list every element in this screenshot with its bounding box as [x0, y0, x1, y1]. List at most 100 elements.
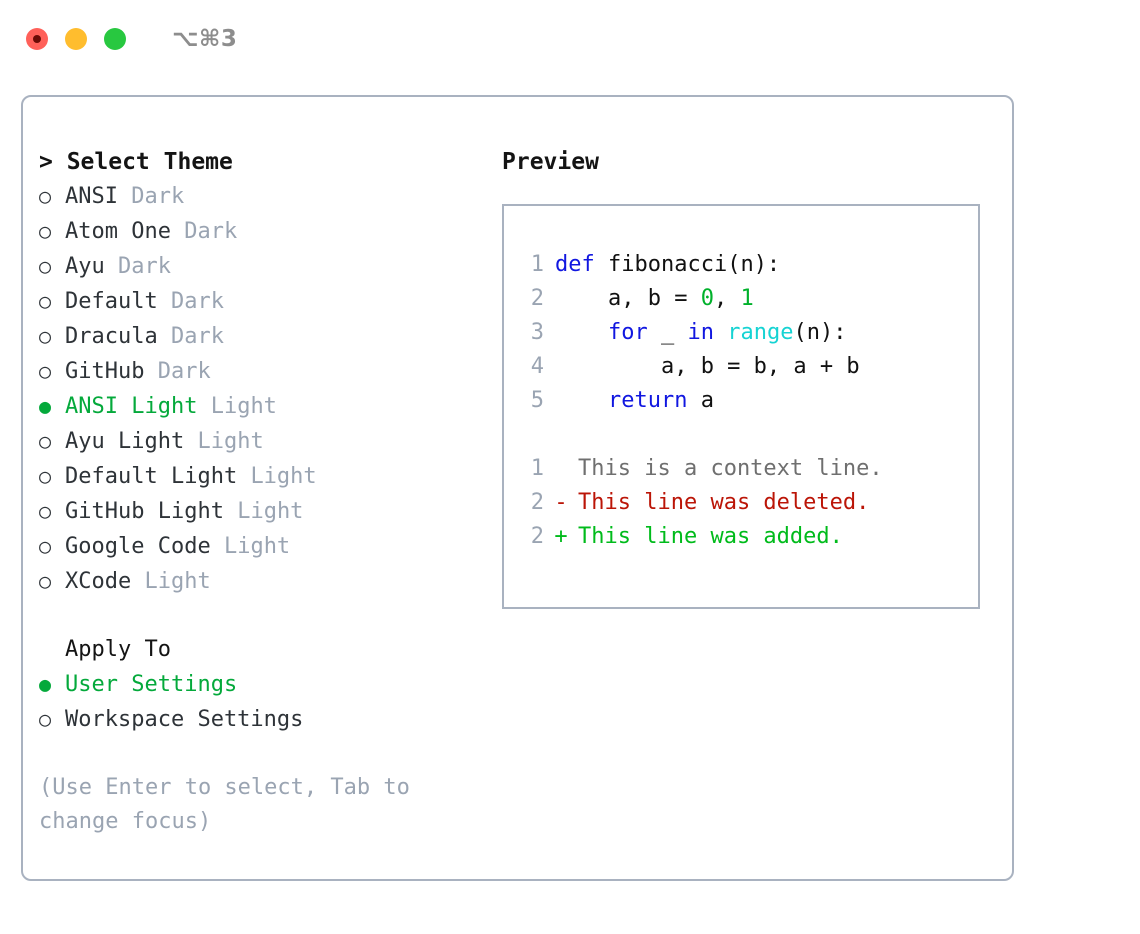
spacer — [131, 565, 144, 599]
spacer — [158, 320, 171, 354]
theme-option-atom-one[interactable]: ○ Atom One Dark — [39, 214, 499, 249]
code-token-plain — [555, 320, 608, 345]
radio-unselected-icon: ○ — [39, 429, 52, 453]
theme-option-default-light[interactable]: ○Default Light Light — [39, 459, 499, 494]
diff-line-del: 2-This line was deleted. — [504, 486, 978, 520]
maximize-window-button[interactable] — [104, 28, 126, 50]
diff-line-number: 2 — [530, 524, 544, 549]
apply-to-option-list: ● User Settings ○Workspace Settings — [39, 667, 499, 737]
theme-option-kind: Dark — [131, 184, 185, 209]
diff-marker — [544, 452, 578, 486]
apply-to-option-workspace-settings[interactable]: ○Workspace Settings — [39, 702, 499, 737]
diff-line-add: 2 + This line was added. — [504, 520, 978, 554]
code-line: 3 for _ in range(n): — [504, 316, 978, 350]
spacer — [211, 530, 224, 564]
code-line-number: 4 — [530, 354, 544, 379]
spacer — [184, 425, 197, 459]
code-token-plain — [555, 388, 608, 413]
radio-unselected-icon: ○ — [39, 499, 52, 523]
radio-unselected-icon: ○ — [39, 464, 52, 488]
spacer — [158, 285, 171, 319]
theme-option-kind: Light — [210, 394, 277, 419]
theme-option-kind: Light — [223, 534, 291, 559]
theme-option-kind: Dark — [170, 324, 224, 349]
diff-line-text: This is a context line. — [578, 456, 883, 481]
code-token-num: 0 — [700, 286, 714, 311]
code-line-text: a, b = 0, 1 — [544, 282, 754, 316]
preview-title: Preview — [502, 149, 599, 175]
theme-option-name: GitHub Light — [65, 499, 224, 524]
theme-option-name: Dracula — [65, 324, 158, 349]
code-line-number: 5 — [530, 388, 544, 413]
spacer — [118, 180, 131, 214]
code-token-num: 1 — [740, 286, 754, 311]
close-window-button[interactable] — [26, 28, 48, 50]
radio-selected-icon: ● — [39, 672, 52, 696]
theme-option-google-code[interactable]: ○ Google Code Light — [39, 529, 499, 564]
theme-option-kind: Light — [237, 499, 304, 524]
code-token-fn: range — [727, 320, 794, 345]
diff-line-number: 2 — [530, 490, 544, 515]
code-line-number: 2 — [530, 286, 544, 311]
select-theme-heading: > Select Theme — [39, 149, 233, 175]
code-line-number: 1 — [530, 252, 544, 277]
section-spacer — [39, 599, 499, 633]
theme-option-list: ○ANSI Dark○Atom One Dark○Ayu Dark○Defaul… — [39, 179, 499, 599]
code-line: 2 a, b = 0, 1 — [504, 282, 978, 316]
theme-option-dracula[interactable]: ○ Dracula Dark — [39, 319, 499, 354]
theme-option-ansi[interactable]: ○ANSI Dark — [39, 179, 499, 214]
theme-option-name: Atom One — [65, 219, 171, 244]
theme-option-kind: Dark — [184, 219, 238, 244]
theme-option-kind: Dark — [157, 359, 211, 384]
theme-option-ayu[interactable]: ○Ayu Dark — [39, 249, 499, 284]
theme-option-xcode[interactable]: ○XCode Light — [39, 564, 499, 599]
radio-unselected-icon: ○ — [39, 219, 52, 243]
code-line: 4 a, b = b, a + b — [504, 350, 978, 384]
theme-option-name: XCode — [65, 569, 132, 594]
code-token-kw: def — [555, 252, 595, 277]
theme-option-github[interactable]: ○GitHub Dark — [39, 354, 499, 389]
theme-option-default[interactable]: ○ Default Dark — [39, 284, 499, 319]
code-line-text: for _ in range(n): — [544, 316, 846, 350]
theme-option-kind: Dark — [118, 254, 171, 279]
code-token-plain: a — [687, 388, 714, 413]
diff-line-text: This line was added. — [578, 524, 843, 549]
theme-option-name: Google Code — [65, 534, 211, 559]
code-line-text: a, b = b, a + b — [544, 350, 860, 384]
main-panel: > Select Theme ○ANSI Dark○Atom One Dark○… — [21, 95, 1014, 881]
radio-unselected-icon: ○ — [39, 289, 52, 313]
spacer — [197, 390, 210, 424]
spacer — [144, 355, 157, 389]
apply-to-option-user-settings[interactable]: ● User Settings — [39, 667, 499, 702]
radio-unselected-icon: ○ — [39, 534, 52, 558]
code-token-kw: return — [607, 388, 688, 413]
title-bar: ⌥⌘3 — [0, 0, 1140, 78]
code-line: 5 return a — [504, 384, 978, 418]
radio-unselected-icon: ○ — [39, 324, 52, 348]
spacer — [105, 250, 118, 284]
radio-unselected-icon: ○ — [39, 359, 52, 383]
theme-option-ayu-light[interactable]: ○ Ayu Light Light — [39, 424, 499, 459]
theme-option-name: Default Light — [65, 464, 238, 489]
theme-option-name: Default — [65, 289, 158, 314]
theme-option-ansi-light[interactable]: ●ANSI Light Light — [39, 389, 499, 424]
code-token-plain: (n): — [793, 320, 847, 345]
apply-to-heading: Apply To — [65, 637, 171, 662]
theme-option-kind: Light — [197, 429, 264, 454]
diff-marker: + — [554, 524, 568, 549]
diff-line-number: 1 — [530, 456, 544, 481]
code-token-kw: for — [607, 320, 648, 345]
code-token-plain: fibonacci(n): — [594, 252, 781, 277]
theme-option-kind: Dark — [170, 289, 224, 314]
apply-to-option-name: User Settings — [65, 672, 238, 697]
code-line: 1 def fibonacci(n): — [504, 248, 978, 282]
code-token-plain: a, b = b, a + b — [555, 354, 860, 379]
theme-option-github-light[interactable]: ○ GitHub Light Light — [39, 494, 499, 529]
minimize-window-button[interactable] — [65, 28, 87, 50]
radio-unselected-icon: ○ — [39, 254, 52, 278]
theme-option-name: Ayu Light — [65, 429, 185, 454]
traffic-lights — [26, 28, 126, 50]
